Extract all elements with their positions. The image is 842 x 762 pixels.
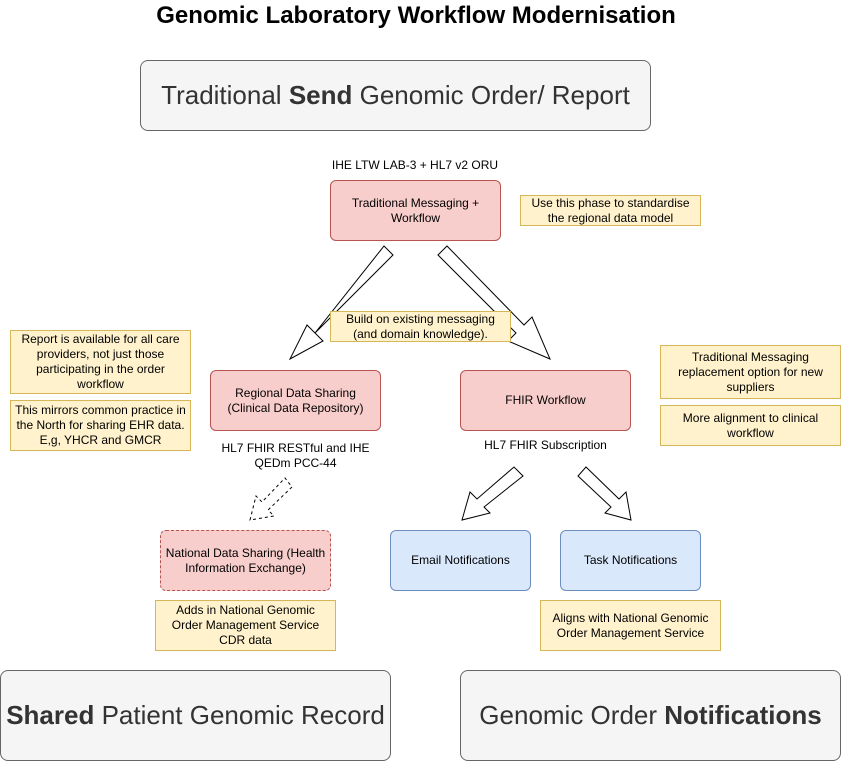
banner-shared-bold: Shared <box>6 700 95 730</box>
note-national-cdr: Adds in National Genomic Order Managemen… <box>155 600 336 651</box>
arrow-to-regional <box>288 245 394 361</box>
label-fhir-restful: HL7 FHIR RESTful and IHE QEDm PCC-44 <box>210 441 381 471</box>
node-task-notifications-label: Task Notifications <box>583 553 678 567</box>
banner-send-bold: Send <box>288 80 353 110</box>
banner-notifications-pre: Genomic Order <box>479 700 665 730</box>
note-report-available: Report is available for all care provide… <box>10 330 191 394</box>
node-national-sharing-label: National Data Sharing (Health Informatio… <box>165 545 326 575</box>
banner-traditional-send: Traditional Send Genomic Order/ Report <box>140 60 651 131</box>
node-email-notifications-label: Email Notifications <box>411 553 510 567</box>
label-ihe-lab3: IHE LTW LAB-3 + HL7 v2 ORU <box>320 158 510 173</box>
node-fhir-workflow: FHIR Workflow <box>460 370 631 431</box>
banner-shared-record: Shared Patient Genomic Record <box>0 670 391 761</box>
note-replacement: Traditional Messaging replacement option… <box>660 345 841 399</box>
label-fhir-subscription: HL7 FHIR Subscription <box>460 438 631 453</box>
arrow-to-task <box>577 466 632 521</box>
node-regional-sharing-label: Regional Data Sharing (Clinical Data Rep… <box>227 385 364 415</box>
arrow-to-national <box>249 477 293 521</box>
node-regional-sharing: Regional Data Sharing (Clinical Data Rep… <box>210 370 381 431</box>
arrow-to-email <box>461 466 524 521</box>
note-alignment: More alignment to clinical workflow <box>660 405 841 446</box>
node-national-sharing: National Data Sharing (Health Informatio… <box>160 530 331 591</box>
node-traditional-messaging: Traditional Messaging + Workflow <box>330 180 501 241</box>
banner-shared-post: Patient Genomic Record <box>94 700 385 730</box>
node-fhir-workflow-label: FHIR Workflow <box>505 393 586 407</box>
node-email-notifications: Email Notifications <box>390 530 531 591</box>
banner-notifications-bold: Notifications <box>664 700 822 730</box>
banner-order-notifications: Genomic Order Notifications <box>460 670 841 761</box>
diagram-title: Genomic Laboratory Workflow Modernisatio… <box>156 2 676 29</box>
banner-send-pre: Traditional <box>161 80 289 110</box>
note-aligns-national: Aligns with National Genomic Order Manag… <box>540 600 721 651</box>
note-build-on: Build on existing messaging (and domain … <box>330 311 511 342</box>
node-task-notifications: Task Notifications <box>560 530 701 591</box>
node-traditional-messaging-label: Traditional Messaging + Workflow <box>351 195 480 225</box>
arrow-to-fhir <box>437 245 551 360</box>
note-standardise: Use this phase to standardise the region… <box>520 195 701 226</box>
banner-send-post: Genomic Order/ Report <box>352 80 630 110</box>
note-mirrors: This mirrors common practice in the Nort… <box>10 400 191 451</box>
